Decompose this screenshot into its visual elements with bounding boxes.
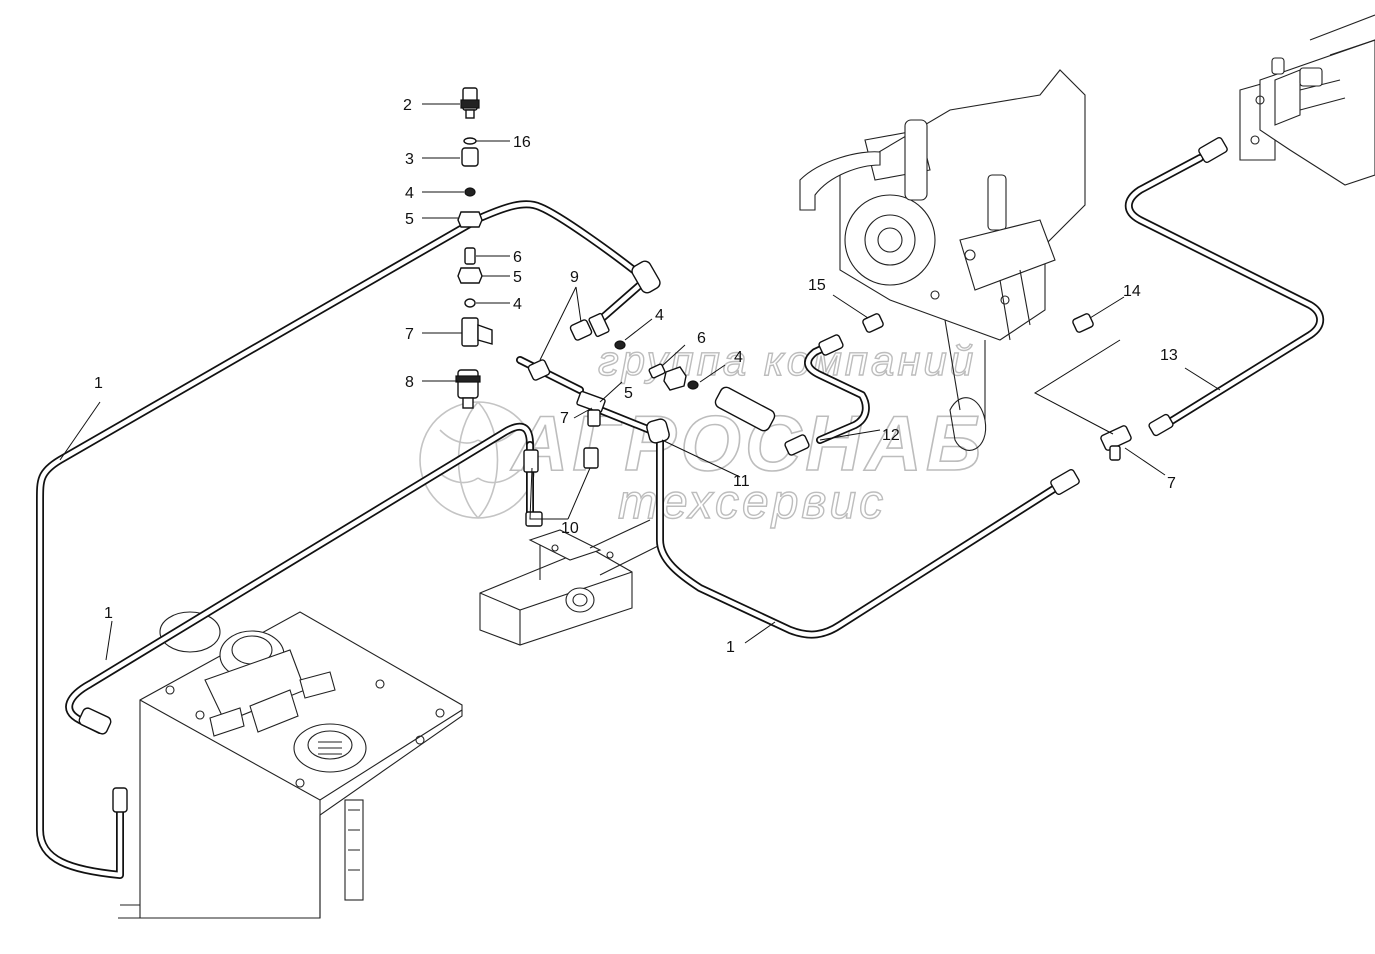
pipe-13-top-end (1198, 136, 1228, 164)
fittings (78, 87, 1228, 813)
pipe-1-bottom-end (112, 787, 128, 813)
callout-5-mid: 5 (513, 269, 522, 286)
pipe-1-elbow-tank (78, 707, 112, 735)
callout-7-left: 7 (405, 326, 414, 343)
tee-fitting-7 (461, 317, 493, 347)
pipe-12-end-top (818, 334, 844, 356)
o-ring-16 (463, 137, 477, 145)
callout-labels: 2 16 3 4 5 6 5 4 9 7 4 8 6 4 5 1 7 15 14… (94, 97, 1178, 656)
sleeve-6-top (464, 247, 476, 265)
callout-9: 9 (570, 269, 579, 286)
fitting-9b (588, 312, 610, 338)
nut-5-top (457, 211, 483, 228)
callout-4-right: 4 (655, 307, 664, 324)
inline-filter (714, 386, 776, 432)
pump-assembly (799, 69, 1086, 451)
fitting-8 (455, 369, 481, 409)
fitting-9a (569, 319, 593, 341)
ring-4-right (687, 380, 699, 390)
callout-16: 16 (513, 134, 531, 151)
motor-block (1239, 14, 1375, 186)
tee-fitting-7-right (1100, 425, 1132, 461)
callout-10: 10 (561, 520, 579, 537)
callout-11: 11 (733, 473, 750, 490)
leader-lines (59, 103, 1221, 661)
pressure-sensor (460, 87, 480, 119)
callout-1-bottom: 1 (726, 639, 735, 656)
sleeve-6-right (648, 363, 666, 379)
ring-4-mid (464, 298, 476, 308)
callout-12: 12 (882, 427, 900, 444)
ring-4-top (464, 187, 476, 197)
pipe-1-right-end (1050, 468, 1080, 496)
callout-4-top: 4 (405, 185, 414, 202)
nut-5-mid (457, 267, 483, 284)
pipe-13-end (1148, 413, 1174, 437)
callout-6-top: 6 (513, 249, 522, 266)
pipes (36, 154, 1325, 879)
callout-1-left: 1 (94, 375, 103, 392)
callout-14: 14 (1123, 283, 1141, 300)
fitting-10b (583, 447, 599, 469)
callout-1-lower-left: 1 (104, 605, 113, 622)
callout-8: 8 (405, 374, 414, 391)
callout-4-mid: 4 (513, 296, 522, 313)
callout-13: 13 (1160, 347, 1178, 364)
elbow-top (631, 260, 661, 294)
callout-2: 2 (403, 97, 412, 114)
nut-5-right (663, 366, 687, 391)
callout-7-mid: 7 (560, 410, 569, 427)
watermark-line1: группа компаний (598, 337, 976, 384)
adapter-3 (461, 147, 479, 167)
elbow-11 (646, 418, 670, 444)
fitting-14 (1072, 313, 1094, 333)
callout-5-top: 5 (405, 211, 414, 228)
callout-4-far: 4 (734, 349, 743, 366)
hydraulic-tank (118, 611, 463, 919)
pipe-12-end-bottom (784, 434, 810, 456)
callout-7-right: 7 (1167, 475, 1176, 492)
callout-3: 3 (405, 151, 414, 168)
fitting-10a (523, 449, 539, 473)
callout-15: 15 (808, 277, 826, 294)
fitting-15 (862, 313, 884, 333)
fitting-9c (527, 359, 551, 381)
callout-6-right: 6 (697, 330, 706, 347)
valve-block (479, 519, 661, 646)
tee-fitting-7-mid (576, 390, 606, 427)
callout-5-right: 5 (624, 385, 633, 402)
